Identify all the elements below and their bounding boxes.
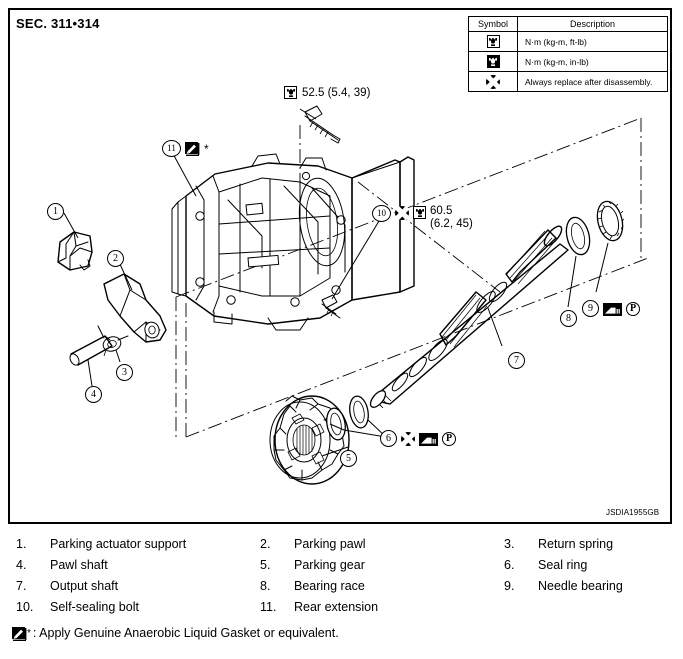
part-number: 6. bbox=[504, 558, 515, 572]
parts-item-8: 8. Bearing race bbox=[252, 578, 496, 594]
part-number: 8. bbox=[260, 579, 271, 593]
gasket-applicator-icon bbox=[12, 627, 27, 641]
part-name: Needle bearing bbox=[538, 579, 623, 593]
legend-header-symbol: Symbol bbox=[468, 16, 518, 32]
parts-item-3: 3. Return spring bbox=[496, 536, 672, 552]
torque-lower-line1: 60.5 bbox=[430, 205, 453, 217]
legend-desc-inlb: N·m (kg-m, in-lb) bbox=[517, 51, 668, 72]
grease-icon bbox=[603, 302, 622, 316]
legend-header-row: Symbol Description bbox=[468, 16, 668, 32]
torque-lower-line2: (6.2, 45) bbox=[430, 218, 473, 230]
drawing-id: JSDIA1955GB bbox=[606, 508, 660, 517]
parts-list: 1. Parking actuator support 2. Parking p… bbox=[8, 536, 672, 620]
part-number: 5. bbox=[260, 558, 271, 572]
replace-glyph bbox=[486, 74, 500, 89]
part-name: Parking actuator support bbox=[50, 537, 187, 551]
callout-10: 10 bbox=[372, 205, 391, 222]
torque-upper-annotation: 52.5 (5.4, 39) bbox=[284, 86, 370, 99]
footnote-mark: * bbox=[27, 628, 31, 639]
parts-item-11: 11. Rear extension bbox=[252, 599, 496, 615]
parts-item-2: 2. Parking pawl bbox=[252, 536, 496, 552]
torque-ftlb-icon bbox=[284, 86, 297, 99]
part-name: Self-sealing bolt bbox=[50, 600, 139, 614]
part-number: 10. bbox=[16, 600, 34, 614]
legend-row-ftlb: N·m (kg-m, ft-lb) bbox=[468, 31, 668, 52]
part-name: Output shaft bbox=[50, 579, 119, 593]
parts-item-10: 10. Self-sealing bolt bbox=[8, 599, 252, 615]
replace-after-disassembly-icon bbox=[401, 431, 415, 446]
part-number: 2. bbox=[260, 537, 271, 551]
torque-upper-value: 52.5 (5.4, 39) bbox=[302, 86, 371, 99]
part-number: 11. bbox=[260, 600, 277, 614]
part-number: 1. bbox=[16, 537, 27, 551]
legend-header-description: Description bbox=[517, 16, 668, 32]
parking-fluid-icon: P bbox=[442, 431, 456, 446]
callout-1: 1 bbox=[47, 203, 64, 220]
callout-7: 7 bbox=[508, 352, 525, 369]
torque-ftlb-glyph bbox=[486, 35, 500, 48]
torque-lower-value: 60.5 (6.2, 45) bbox=[430, 205, 473, 231]
rear-extension-callout-group: 11 * bbox=[162, 140, 209, 157]
part-name: Bearing race bbox=[294, 579, 365, 593]
part-name: Parking pawl bbox=[294, 537, 366, 551]
part-name: Pawl shaft bbox=[50, 558, 108, 572]
replace-after-disassembly-icon bbox=[468, 71, 518, 92]
symbol-legend-table: Symbol Description N·m (kg-m, ft-lb) N·m… bbox=[468, 16, 668, 92]
part-number: 3. bbox=[504, 537, 515, 551]
parts-row: 10. Self-sealing bolt 11. Rear extension bbox=[8, 599, 672, 615]
callout-8: 8 bbox=[560, 310, 577, 327]
torque-lower-annotation: 10 60.5 (6.2, 45) bbox=[372, 205, 473, 231]
part-name: Parking gear bbox=[294, 558, 365, 572]
callout-11: 11 bbox=[162, 140, 181, 157]
parts-item-4: 4. Pawl shaft bbox=[8, 557, 252, 573]
callout-6: 6 bbox=[380, 430, 397, 447]
callout-3: 3 bbox=[116, 364, 133, 381]
callout-9: 9 bbox=[582, 300, 599, 317]
parts-item-6: 6. Seal ring bbox=[496, 557, 672, 573]
footnote-text: : Apply Genuine Anaerobic Liquid Gasket … bbox=[32, 626, 339, 640]
callout-2: 2 bbox=[107, 250, 124, 267]
part-number: 9. bbox=[504, 579, 515, 593]
part-number: 4. bbox=[16, 558, 27, 572]
rear-extension-note-mark: * bbox=[204, 141, 209, 156]
parking-fluid-icon: P bbox=[626, 301, 640, 316]
callout-4: 4 bbox=[85, 386, 102, 403]
parts-item-5: 5. Parking gear bbox=[252, 557, 496, 573]
seal-ring-callout-group: 6 P bbox=[380, 430, 456, 447]
part-name: Seal ring bbox=[538, 558, 588, 572]
parts-item-empty bbox=[496, 599, 672, 615]
part-number: 7. bbox=[16, 579, 27, 593]
torque-ftlb-icon bbox=[413, 206, 426, 219]
parts-row: 7. Output shaft 8. Bearing race 9. Needl… bbox=[8, 578, 672, 594]
parts-item-7: 7. Output shaft bbox=[8, 578, 252, 594]
legend-row-inlb: N·m (kg-m, in-lb) bbox=[468, 51, 668, 72]
gasket-applicator-icon bbox=[185, 141, 200, 156]
part-name: Return spring bbox=[538, 537, 614, 551]
parts-row: 4. Pawl shaft 5. Parking gear 6. Seal ri… bbox=[8, 557, 672, 573]
grease-icon bbox=[419, 432, 438, 446]
needle-bearing-callout-group: 9 P bbox=[582, 300, 640, 317]
section-title: SEC. 311•314 bbox=[16, 16, 100, 31]
torque-inlb-glyph bbox=[486, 55, 500, 68]
parts-item-9: 9. Needle bearing bbox=[496, 578, 672, 594]
torque-inlb-icon bbox=[468, 51, 518, 72]
legend-desc-replace: Always replace after disassembly. bbox=[517, 71, 668, 92]
legend-desc-ftlb: N·m (kg-m, ft-lb) bbox=[517, 31, 668, 52]
legend-row-replace: Always replace after disassembly. bbox=[468, 71, 668, 92]
callout-5: 5 bbox=[340, 450, 357, 467]
part-name: Rear extension bbox=[294, 600, 379, 614]
parts-item-1: 1. Parking actuator support bbox=[8, 536, 252, 552]
footnote: * : Apply Genuine Anaerobic Liquid Gaske… bbox=[12, 626, 339, 641]
replace-after-disassembly-icon bbox=[395, 206, 409, 220]
parts-row: 1. Parking actuator support 2. Parking p… bbox=[8, 536, 672, 552]
torque-ftlb-icon bbox=[468, 31, 518, 52]
